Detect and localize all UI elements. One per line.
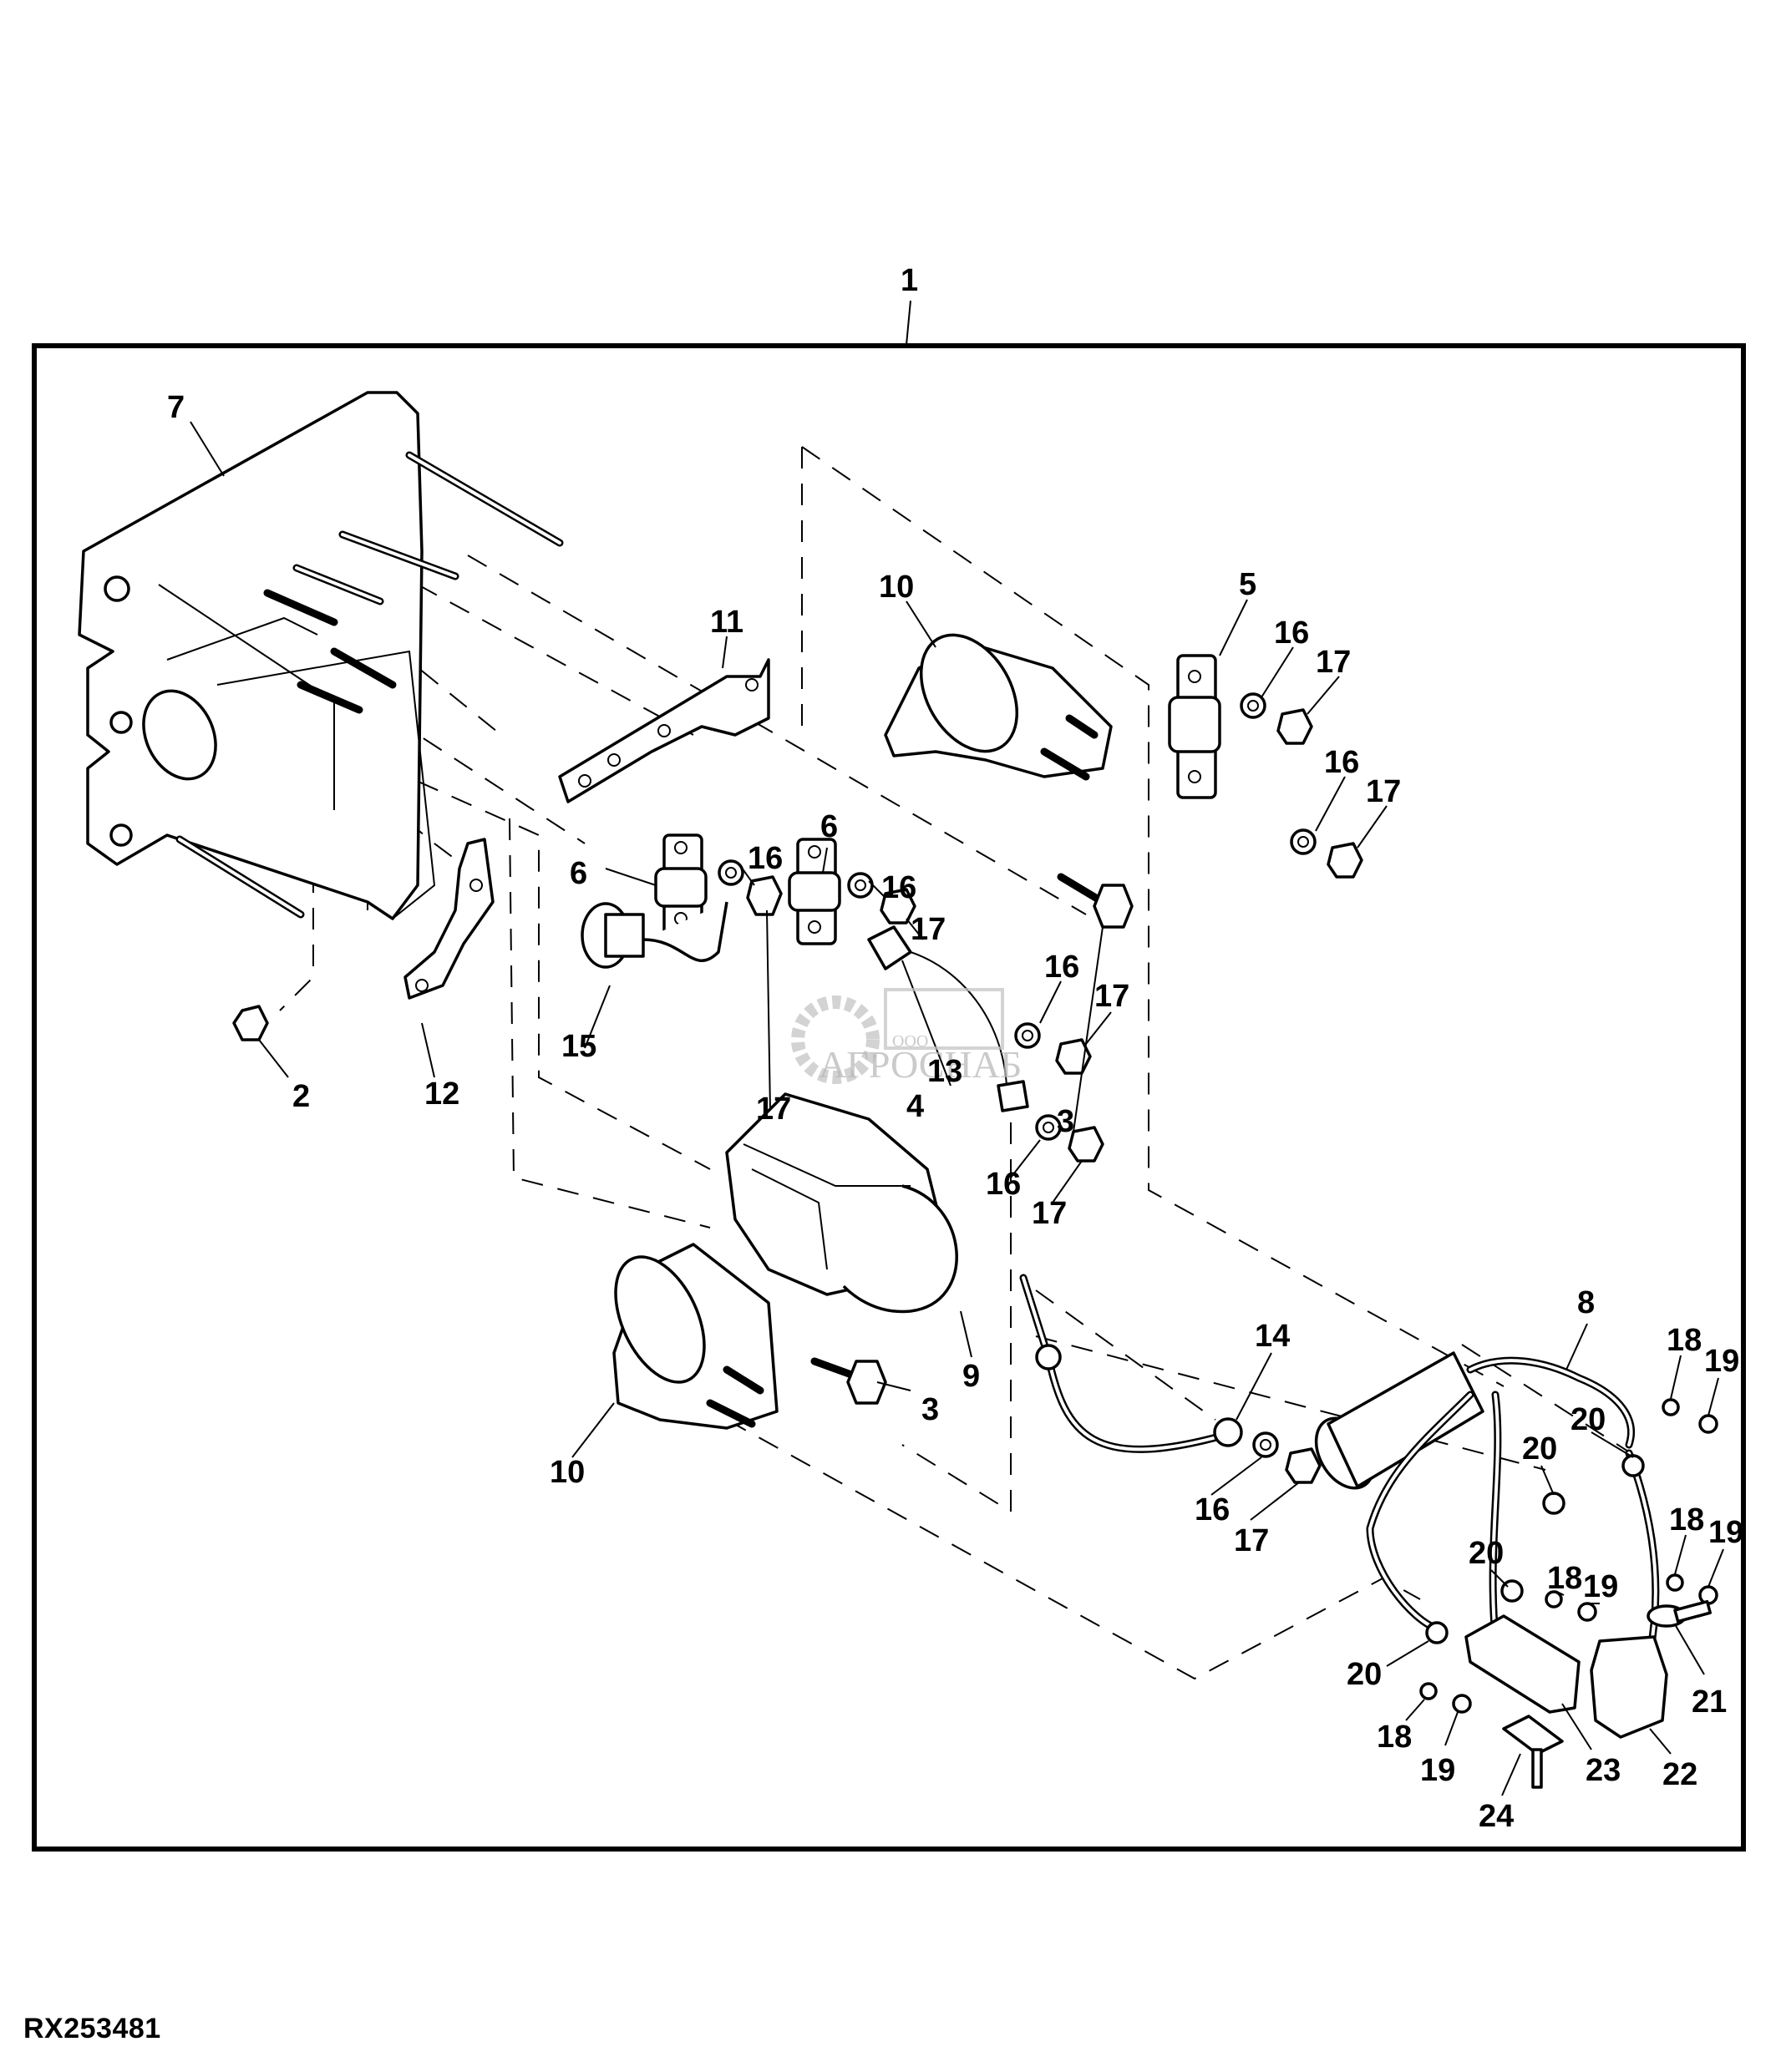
callout-17: 17 [756,1092,791,1127]
callout-17: 17 [1234,1523,1269,1558]
callout-15: 15 [561,1029,596,1064]
callout-3: 3 [1057,1104,1074,1139]
part-24-lock [1502,1715,1564,1789]
callout-20: 20 [1570,1402,1606,1437]
watermark: ООО АГРОСНАБ [791,988,1022,1086]
figure-id: RX253481 [23,2013,161,2044]
callout-18: 18 [1667,1323,1702,1358]
studs [175,451,564,919]
callout-16: 16 [1324,745,1359,780]
callout-20: 20 [1469,1536,1504,1571]
part-23-connector [1464,1614,1581,1714]
alignment-lines [279,446,1638,1680]
callout-20: 20 [1522,1431,1557,1467]
callout-20: 20 [1347,1657,1382,1692]
callout-13: 13 [927,1054,962,1089]
part-15-sender [581,901,728,969]
part-14-ground-cable [1019,1274,1243,1453]
callout-17: 17 [1032,1196,1067,1231]
part-4-controller [725,1092,958,1314]
callout-6: 6 [820,809,838,844]
callout-19: 19 [1704,1344,1739,1379]
callout-24: 24 [1479,1799,1514,1834]
callout-18: 18 [1547,1561,1582,1596]
callout-19: 19 [1583,1569,1618,1604]
part-5-fuse [1168,654,1221,799]
callout-23: 23 [1586,1753,1621,1788]
callout-5: 5 [1239,567,1256,602]
callout-18: 18 [1377,1720,1412,1755]
callout-19: 19 [1708,1515,1743,1550]
callout-9: 9 [962,1359,980,1394]
part-6-fuse-link-left [654,833,708,937]
callout-labels: 1 7 11 10 5 16 17 16 17 6 16 16 17 6 17 … [167,263,1743,1834]
callout-16: 16 [986,1167,1021,1202]
callout-10: 10 [550,1455,585,1490]
callout-4: 4 [906,1089,924,1124]
callout-11: 11 [710,605,743,640]
callout-22: 22 [1662,1757,1697,1792]
part-7-mounting-bracket [78,391,564,920]
callout-17: 17 [1094,979,1129,1014]
part-3-bolts [810,873,1134,1405]
callout-14: 14 [1255,1319,1290,1354]
callout-6: 6 [570,856,587,891]
watermark-combine-icon [884,988,1004,1050]
part-2-nut [232,1005,269,1041]
callout-21: 21 [1692,1684,1727,1720]
callout-16: 16 [748,841,783,876]
part-6-fuse-link-right [788,838,841,945]
part-21-clip [1647,1599,1713,1628]
callout-16: 16 [1195,1492,1230,1527]
part-12-ground-strap [403,838,495,1000]
watermark-name: АГРОСНАБ [819,1043,1022,1086]
part-10-solenoid-upper [884,633,1113,781]
part-8-harness [1314,1351,1718,1714]
callout-19: 19 [1420,1753,1455,1788]
part-22-connector [1590,1635,1668,1739]
leader-lines [190,300,1724,1796]
callout-3: 3 [921,1392,939,1427]
callout-2: 2 [292,1079,310,1114]
callout-16: 16 [1274,616,1309,651]
watermark-gear-icon [791,995,880,1084]
callout-1: 1 [901,263,918,298]
part-11-bus-bar [558,658,770,803]
callout-17: 17 [1316,645,1351,680]
watermark-prefix: ООО [892,1032,928,1051]
callout-16: 16 [1044,950,1079,985]
part-13-terminal [867,925,1029,1112]
callout-12: 12 [424,1077,459,1112]
part-10-solenoid-lower [612,1243,779,1430]
callout-17: 17 [1366,774,1401,809]
callout-8: 8 [1577,1285,1595,1320]
callout-7: 7 [167,390,185,425]
callout-10: 10 [879,570,914,605]
callout-18: 18 [1669,1502,1704,1538]
callout-16: 16 [881,870,916,905]
assembly-frame [32,343,1746,1852]
callout-17: 17 [911,912,946,947]
